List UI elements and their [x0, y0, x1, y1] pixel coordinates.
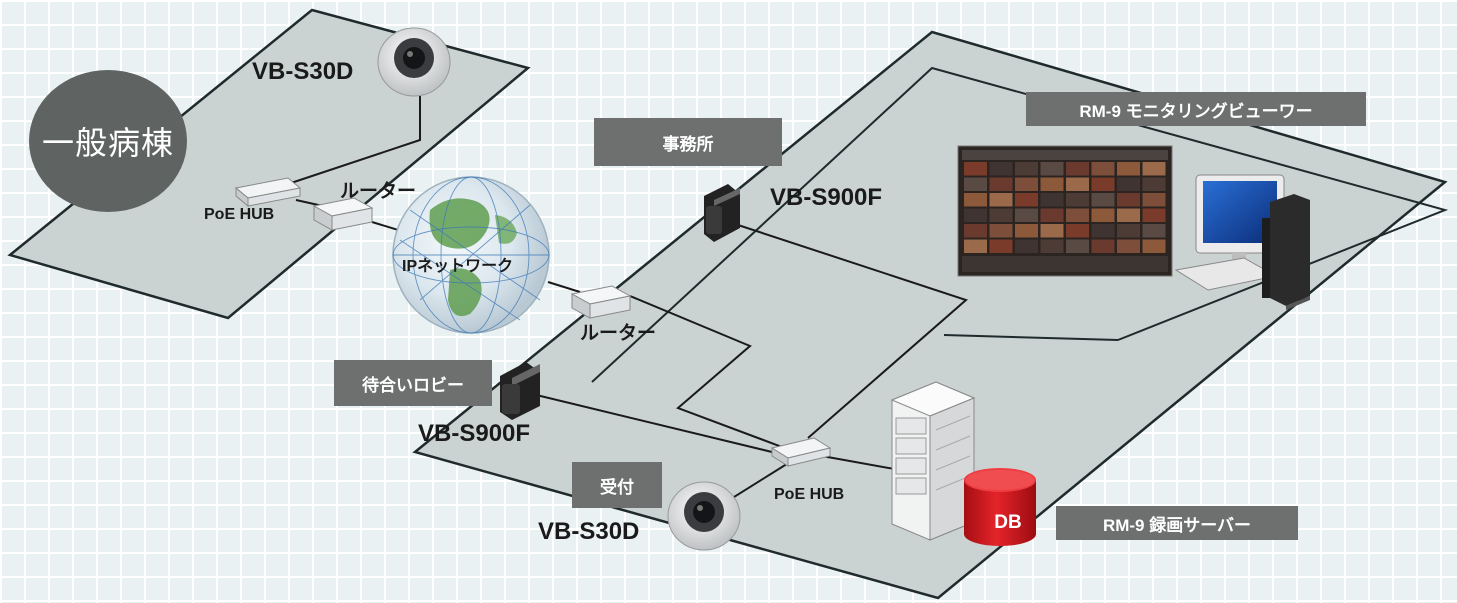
video-thumbnail [964, 239, 987, 253]
reception-camera-model: VB-S30D [538, 518, 640, 545]
video-thumbnail [1066, 224, 1089, 238]
video-thumbnail [1040, 193, 1064, 207]
video-thumbnail [1091, 177, 1115, 191]
server-icon [890, 381, 976, 541]
video-thumbnail [1040, 239, 1064, 253]
video-thumbnail [1015, 239, 1038, 253]
video-thumbnail [989, 193, 1013, 207]
video-thumbnail [1040, 208, 1064, 222]
dome-camera-icon [667, 481, 741, 551]
video-thumbnail [1040, 162, 1064, 176]
video-thumbnail [1015, 193, 1038, 207]
video-thumbnail [1066, 239, 1089, 253]
cables [269, 96, 968, 513]
poe-hub-bottom-label: PoE HUB [774, 486, 845, 503]
dome-camera-icon [377, 27, 451, 97]
video-thumbnail [1066, 193, 1089, 207]
video-thumbnail [964, 193, 987, 207]
router-icon [312, 197, 374, 231]
video-thumbnail [1117, 224, 1140, 238]
office-camera-model: VB-S900F [770, 184, 883, 211]
video-thumbnail [1066, 177, 1089, 191]
video-thumbnail [1091, 239, 1115, 253]
video-thumbnail [1142, 177, 1166, 191]
video-thumbnail [1117, 177, 1140, 191]
database-icon [964, 468, 1036, 546]
video-thumbnail [1091, 224, 1115, 238]
video-thumbnail [1015, 162, 1038, 176]
poe-hub-top-label: PoE HUB [204, 206, 275, 223]
video-thumbnail [1142, 224, 1166, 238]
lobby-room-label: 待合いロビー [334, 360, 492, 406]
video-thumbnail [1040, 177, 1064, 191]
video-thumbnail [1142, 162, 1166, 176]
viewer-label: RM-9 モニタリングビューワー [1026, 92, 1366, 126]
video-thumbnail [1015, 177, 1038, 191]
video-thumbnail [1091, 208, 1115, 222]
video-thumbnail [989, 239, 1013, 253]
video-thumbnail [1066, 162, 1089, 176]
globe-icon [392, 176, 550, 334]
video-thumbnail [1142, 208, 1166, 222]
video-thumbnail [1117, 193, 1140, 207]
video-thumbnail [1117, 239, 1140, 253]
desktop-pc-icon [1174, 174, 1310, 310]
video-thumbnail [989, 162, 1013, 176]
video-thumbnail [1040, 224, 1064, 238]
video-thumbnail [1066, 208, 1089, 222]
server-label: RM-9 録画サーバー [1056, 506, 1298, 540]
video-thumbnail [989, 177, 1013, 191]
video-thumbnail [1142, 239, 1166, 253]
box-camera-icon [500, 362, 540, 420]
ward-camera-model: VB-S30D [252, 58, 354, 85]
box-camera-icon [704, 184, 740, 242]
poe-hub-icon [770, 437, 832, 467]
router-icon [570, 285, 632, 319]
room-divider-2 [943, 334, 1119, 341]
db-label: DB [994, 512, 1022, 533]
video-thumbnail [1091, 162, 1115, 176]
video-thumbnail [1142, 193, 1166, 207]
video-thumbnail [1117, 162, 1140, 176]
reception-room-label: 受付 [572, 462, 662, 508]
office-room-label: 事務所 [594, 118, 782, 166]
viewer-screen-icon [957, 145, 1173, 277]
video-thumbnail [1091, 193, 1115, 207]
video-thumbnail [1117, 208, 1140, 222]
video-thumbnail [964, 224, 987, 238]
ward-label: 一般病棟 [29, 70, 187, 212]
video-thumbnail [989, 224, 1013, 238]
video-thumbnail [964, 208, 987, 222]
hospital-floor [412, 30, 1448, 600]
router-bottom-label: ルーター [580, 323, 657, 344]
video-thumbnail [964, 162, 987, 176]
video-thumbnail [989, 208, 1013, 222]
video-thumbnail [1015, 208, 1038, 222]
ip-network-label: IPネットワーク [402, 258, 514, 275]
video-thumbnail [1015, 224, 1038, 238]
video-thumbnail [964, 177, 987, 191]
lobby-camera-model: VB-S900F [418, 420, 531, 447]
poe-hub-icon [234, 177, 302, 208]
router-top-label: ルーター [340, 181, 417, 202]
